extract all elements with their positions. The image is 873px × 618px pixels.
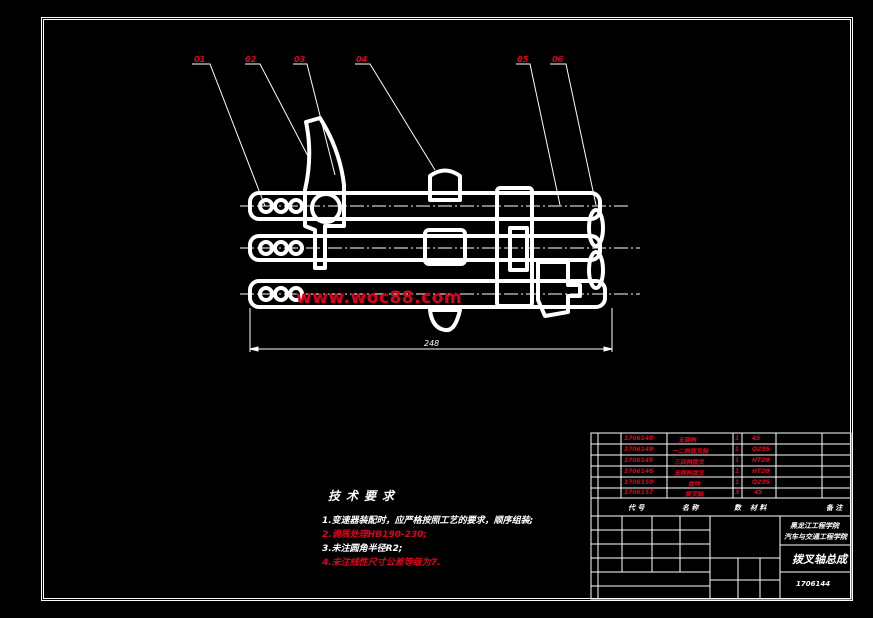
part-qty: 1 [735, 457, 740, 464]
part-material: HT20 [752, 468, 770, 475]
tech-item-1: 1.变速器装配时，应严格按照工艺的要求，顺序组装; [322, 516, 534, 526]
leader-06 [550, 63, 597, 206]
balloon-01: 01 [194, 55, 205, 64]
leader-02 [245, 63, 311, 161]
part-code: 1706148 [624, 435, 654, 442]
shift-lug [508, 226, 529, 272]
watermark: www.woc88.com [296, 288, 463, 308]
tech-item-3: 3.未注圆角半径R2; [322, 544, 403, 554]
part-code: 1706149 [624, 446, 654, 453]
balloon-05: 05 [517, 55, 529, 64]
part-qty: 1 [735, 468, 740, 475]
fork-1-boss [310, 192, 342, 224]
school-name: 黑龙江工程学院 [790, 522, 839, 530]
leader-01 [192, 63, 266, 207]
part-qty: 1 [735, 446, 740, 453]
part-name: 拨叉轴 [685, 491, 704, 498]
balloon-06: 06 [552, 55, 564, 64]
drawing-border-inner [43, 19, 851, 599]
department-name: 汽车与交通工程学院 [784, 533, 847, 541]
part-qty: 1 [735, 479, 740, 486]
detent-lower [587, 250, 605, 290]
part-material: Q235 [752, 479, 770, 486]
leader-04 [355, 63, 436, 171]
balloon-04: 04 [356, 55, 368, 64]
part-code: 1706150 [624, 479, 654, 486]
header-remark: 备 注 [826, 504, 843, 512]
drawing-border-outer [41, 17, 853, 601]
part-qty: 3 [735, 489, 740, 496]
part-name: 拨块 [688, 481, 701, 488]
part-code: 1706157 [624, 489, 654, 496]
dim-arrow-left [249, 346, 259, 352]
drawing-title: 拨叉轴总成 [792, 553, 847, 566]
tech-requirements-list: 1.变速器装配时，应严格按照工艺的要求，顺序组装; 2.调质处理HB190-23… [322, 514, 533, 570]
part-name: 五倒档 [678, 437, 697, 444]
part-material: Q235 [752, 446, 770, 453]
shift-fork-3 [536, 260, 582, 318]
header-code: 代 号 [628, 504, 645, 512]
part-name: 三四档拨叉 [674, 459, 705, 466]
shift-fork-1 [303, 116, 346, 270]
detent-upper [587, 208, 605, 248]
dimension-text: 248 [424, 339, 439, 348]
tech-item-4: 4.未注线性尺寸公差等级为7. [322, 558, 441, 568]
fork-2-hub [423, 228, 467, 266]
header-qty: 数 [734, 504, 741, 512]
shift-fork-2 [428, 168, 462, 202]
part-qty: 1 [735, 435, 740, 442]
header-name: 名 称 [682, 504, 699, 512]
part-name: 一二档拨叉轴 [672, 448, 709, 455]
tech-item-2: 2.调质处理HB190-230; [322, 530, 427, 540]
leader-03 [293, 63, 336, 176]
part-code: 1706145 [624, 457, 654, 464]
part-code: 1706146 [624, 468, 654, 475]
leader-05 [516, 63, 561, 206]
part-material: 45 [752, 435, 761, 442]
balloon-03: 03 [294, 55, 306, 64]
drawing-number: 1706144 [796, 580, 831, 588]
balloon-02: 02 [245, 55, 257, 64]
part-name: 五倒档拨叉 [674, 470, 705, 477]
tech-requirements-title: 技术要求 [328, 489, 401, 503]
shift-block [495, 186, 534, 308]
header-material: 材 料 [750, 504, 767, 512]
shift-fork-2-lower [428, 308, 462, 333]
dim-arrow-right [603, 346, 613, 352]
part-material: HT20 [752, 457, 770, 464]
part-material: 45 [754, 489, 763, 496]
